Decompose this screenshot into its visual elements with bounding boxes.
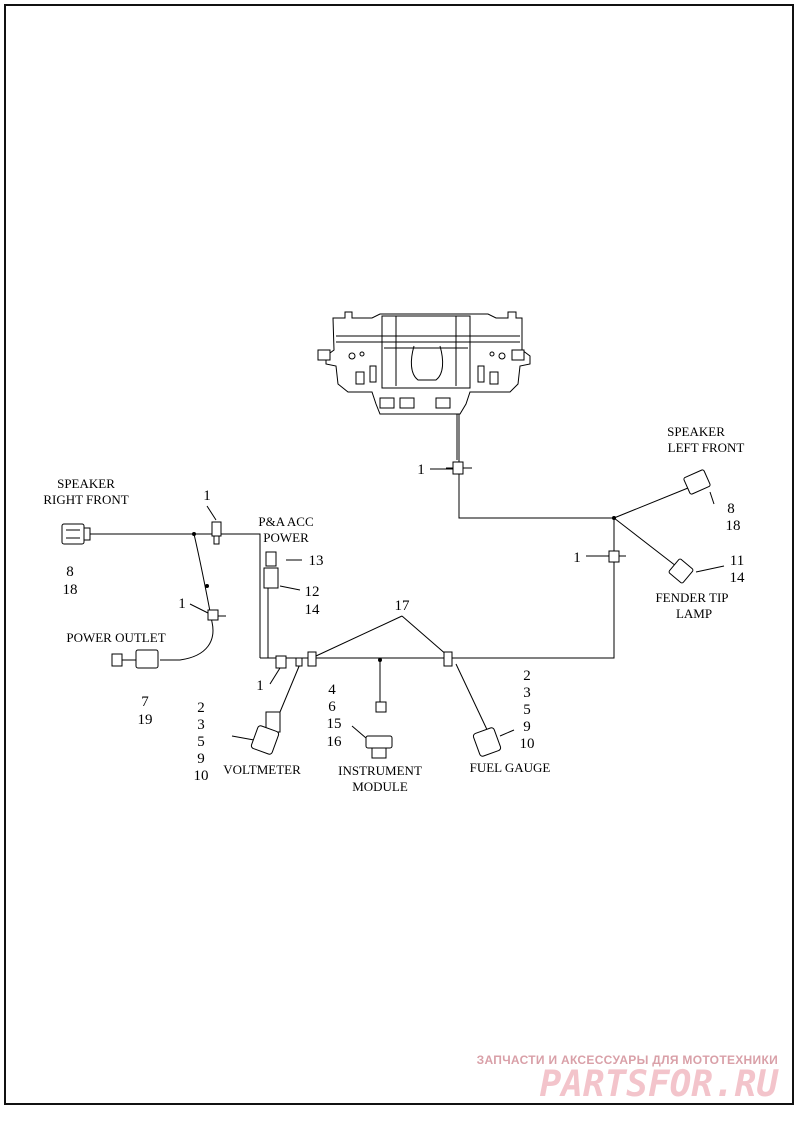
callout-fg-5: 5	[523, 702, 531, 718]
power-outlet-connector	[111, 649, 159, 669]
callout-vm-2: 2	[197, 700, 205, 716]
pa-acc-label-1: P&A ACC	[258, 514, 313, 529]
callout-pa-12: 12	[305, 584, 320, 600]
callout-im-15: 15	[327, 716, 342, 732]
fender-tip-label-2: LAMP	[676, 606, 712, 621]
callout-1-top: 1	[417, 462, 425, 478]
leaders	[189, 468, 725, 741]
callout-fg-2: 2	[523, 668, 531, 684]
speaker-left-front-label-1: SPEAKER	[667, 424, 725, 439]
callout-po-7: 7	[141, 694, 149, 710]
callout-ft-11: 11	[730, 553, 744, 569]
callout-im-6: 6	[328, 699, 336, 715]
instrument-module-label-1: INSTRUMENT	[338, 763, 422, 778]
callout-vm-3: 3	[197, 717, 205, 733]
speaker-left-front-label-2: LEFT FRONT	[668, 440, 745, 455]
fuel-gauge-label: FUEL GAUGE	[470, 760, 551, 775]
callout-rf-8: 8	[66, 564, 74, 580]
clip-right	[608, 550, 626, 563]
speaker-right-front-connector	[61, 523, 91, 545]
harness	[88, 414, 689, 737]
callout-vm-9: 9	[197, 751, 205, 767]
callout-po-19: 19	[138, 712, 153, 728]
callout-fg-10: 10	[520, 736, 535, 752]
clip-outlet	[207, 609, 226, 621]
clip-top	[446, 461, 472, 475]
callout-im-4: 4	[328, 682, 336, 698]
pa-acc-label-2: POWER	[263, 530, 309, 545]
instrument-module-connector	[365, 701, 393, 759]
pa-acc-connector	[263, 551, 279, 589]
harness-clips	[295, 651, 453, 667]
speaker-right-front-label-2: RIGHT FRONT	[43, 492, 128, 507]
speaker-right-front-label-1: SPEAKER	[57, 476, 115, 491]
page-frame	[4, 4, 794, 1105]
clip-rf	[211, 521, 222, 545]
callout-pa-13: 13	[309, 553, 324, 569]
watermark-logo: PARTSFOR.RU	[540, 1064, 780, 1105]
callout-lf-8: 8	[727, 501, 735, 517]
callout-lf-18: 18	[726, 518, 741, 534]
fender-tip-label-1: FENDER TIP	[655, 590, 728, 605]
callout-vm-5: 5	[197, 734, 205, 750]
callout-17: 17	[395, 598, 411, 614]
fender-tip-lamp-connector	[668, 558, 694, 584]
clip-bottom	[275, 655, 287, 669]
callout-pa-14: 14	[305, 602, 321, 618]
callout-1-bottom: 1	[256, 678, 264, 694]
callout-fg-9: 9	[523, 719, 531, 735]
callout-1-right: 1	[573, 550, 581, 566]
watermark-tagline: ЗАПЧАСТИ И АКСЕССУАРЫ ДЛЯ МОТОТЕХНИКИ	[477, 1053, 778, 1067]
power-outlet-label: POWER OUTLET	[66, 630, 165, 645]
callout-1-outlet: 1	[178, 596, 186, 612]
instrument-module-label-2: MODULE	[352, 779, 408, 794]
callout-im-16: 16	[327, 734, 343, 750]
voltmeter-connector	[250, 711, 281, 755]
speaker-left-front-connector	[683, 469, 711, 495]
voltmeter-label: VOLTMETER	[223, 762, 301, 777]
callout-fg-3: 3	[523, 685, 531, 701]
instrument-bracket	[317, 311, 531, 415]
callout-vm-10: 10	[194, 768, 209, 784]
fuel-gauge-connector	[472, 727, 502, 757]
callout-ft-14: 14	[730, 570, 746, 586]
callout-rf-18: 18	[63, 582, 78, 598]
callout-1-rf: 1	[203, 488, 211, 504]
